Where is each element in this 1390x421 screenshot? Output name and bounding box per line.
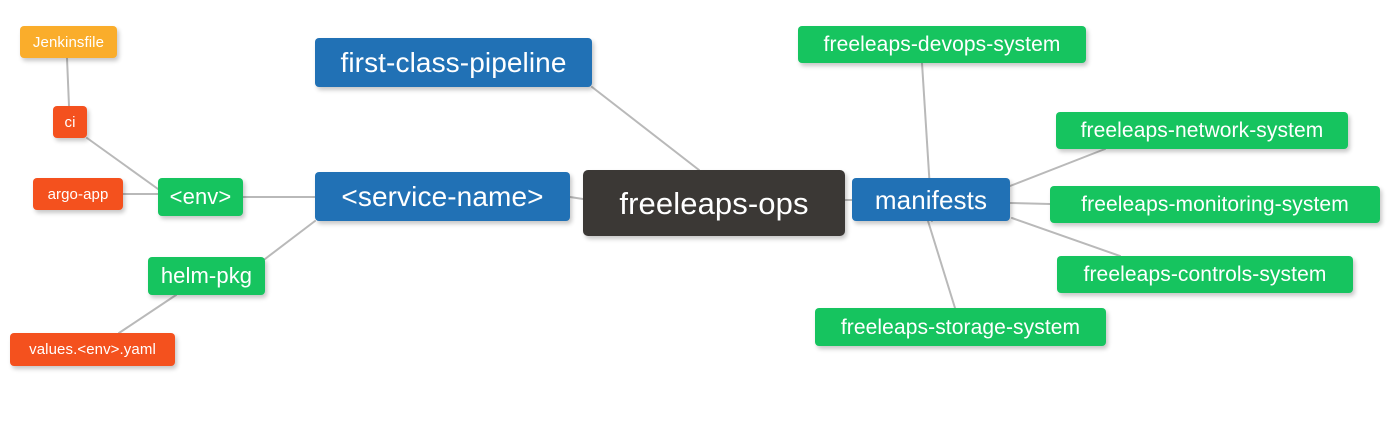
node-label: freeleaps-devops-system xyxy=(823,33,1061,56)
node-freeleaps-network-system[interactable]: freeleaps-network-system xyxy=(1056,112,1348,149)
node-ci[interactable]: ci xyxy=(53,106,87,138)
edge-service-helm xyxy=(264,220,316,260)
node-freeleaps-monitoring-system[interactable]: freeleaps-monitoring-system xyxy=(1050,186,1380,223)
node-freeleaps-devops-system[interactable]: freeleaps-devops-system xyxy=(798,26,1086,63)
edge-manifests-monitoring xyxy=(1009,202,1051,205)
node-manifests[interactable]: manifests xyxy=(852,178,1010,221)
edge-manifests-network xyxy=(1009,148,1106,187)
node-label: values.<env>.yaml xyxy=(29,341,156,358)
node-freeleaps-ops[interactable]: freeleaps-ops xyxy=(583,170,845,236)
node-label: manifests xyxy=(874,184,988,215)
edge-root-service xyxy=(569,196,584,200)
node-label: argo-app xyxy=(47,185,109,203)
node-env[interactable]: <env> xyxy=(158,178,243,216)
node-freeleaps-storage-system[interactable]: freeleaps-storage-system xyxy=(815,308,1106,346)
node-argo-app[interactable]: argo-app xyxy=(33,178,123,210)
edge-manifests-storage xyxy=(927,220,956,309)
node-label: freeleaps-monitoring-system xyxy=(1081,193,1349,216)
node-label: <env> xyxy=(169,184,232,209)
node-freeleaps-controls-system[interactable]: freeleaps-controls-system xyxy=(1057,256,1353,293)
node-label: ci xyxy=(64,113,76,131)
node-label: freeleaps-storage-system xyxy=(840,315,1081,339)
node-values-env-yaml[interactable]: values.<env>.yaml xyxy=(10,333,175,366)
node-label: first-class-pipeline xyxy=(340,46,567,78)
edge-ci-jenkinsfile xyxy=(66,57,70,107)
node-label: freeleaps-ops xyxy=(619,185,809,221)
edge-helm-values xyxy=(118,294,177,334)
edge-root-pipeline xyxy=(591,86,700,171)
node-label: Jenkinsfile xyxy=(32,33,105,51)
node-label: <service-name> xyxy=(341,180,544,212)
node-helm-pkg[interactable]: helm-pkg xyxy=(148,257,265,295)
node-service-name[interactable]: <service-name> xyxy=(315,172,570,221)
node-jenkinsfile[interactable]: Jenkinsfile xyxy=(20,26,117,58)
node-label: helm-pkg xyxy=(160,263,253,288)
edge-manifests-controls xyxy=(1011,217,1121,257)
node-label: freeleaps-controls-system xyxy=(1083,263,1327,286)
node-first-class-pipeline[interactable]: first-class-pipeline xyxy=(315,38,592,87)
node-label: freeleaps-network-system xyxy=(1080,119,1324,142)
